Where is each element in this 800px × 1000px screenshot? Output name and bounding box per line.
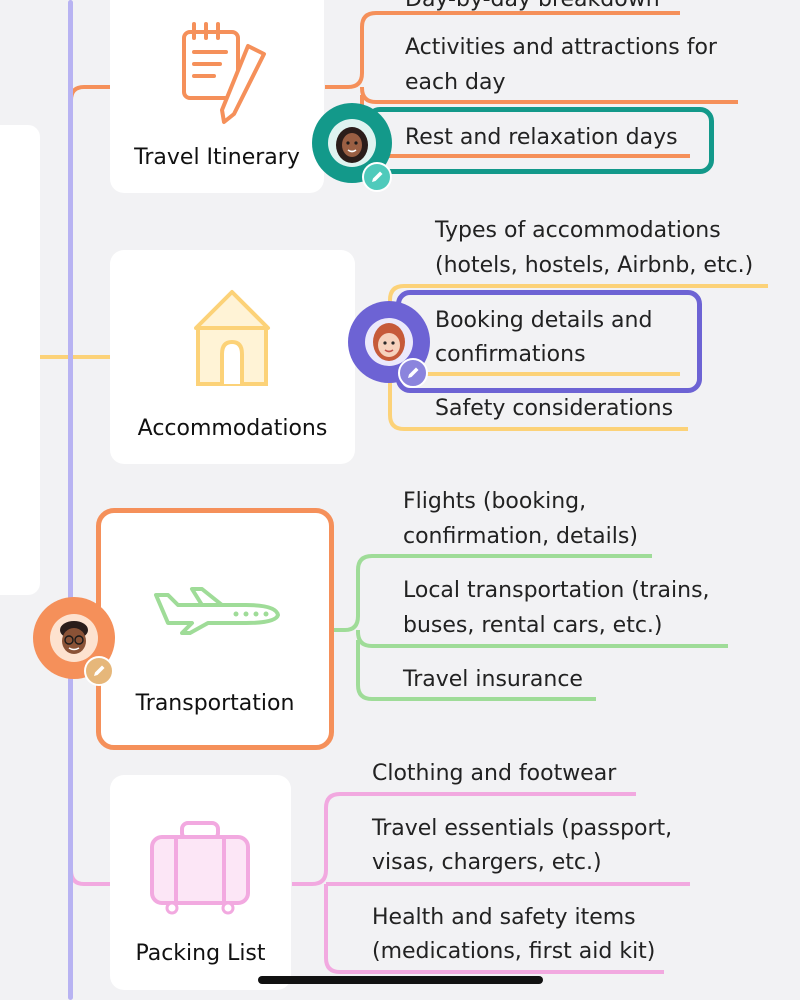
branch-item-packing-1[interactable]: Clothing and footwear [372,761,617,786]
branch-item-transportation-3[interactable]: Travel insurance [403,667,583,692]
node-label: Packing List [135,941,266,966]
branch-item-accommodations-1-cont[interactable]: (hotels, hostels, Airbnb, etc.) [435,253,754,278]
notepad-pencil-icon [182,22,266,124]
branch-item-packing-2-cont[interactable]: visas, chargers, etc.) [372,850,602,875]
collaborator-avatar-2[interactable] [348,301,430,383]
left-side-panel [0,125,40,595]
edit-pencil-icon[interactable] [398,358,428,388]
branch-line-itinerary [69,85,110,360]
branch-item-packing-2[interactable]: Travel essentials (passport, [372,816,673,841]
redhead-avatar-icon [373,323,405,361]
branch-item-packing-3[interactable]: Health and safety items [372,905,636,930]
node-card-packing-list[interactable]: Packing List [110,775,291,990]
branch-item-accommodations-3[interactable]: Safety considerations [435,396,674,421]
node-label: Accommodations [137,416,328,441]
itinerary-sub-connector [325,11,680,89]
branch-item-transportation-1-cont[interactable]: confirmation, details) [403,524,638,549]
branch-item-transportation-2-cont[interactable]: buses, rental cars, etc.) [403,613,663,638]
branch-line-transportation [69,360,96,634]
node-label: Travel Itinerary [134,145,300,170]
branch-item-accommodations-1[interactable]: Types of accommodations [435,218,721,243]
branch-item-itinerary-1[interactable]: Day-by-day breakdown [405,0,660,17]
branch-item-itinerary-2[interactable]: Activities and attractions for [405,35,717,60]
node-card-transportation[interactable]: Transportation [96,508,334,750]
branch-item-itinerary-3[interactable]: Rest and relaxation days [405,125,678,150]
packing-sub-connector [292,792,636,886]
man-avatar-icon [60,621,88,654]
node-card-accommodations[interactable]: Accommodations [110,250,355,464]
node-card-travel-itinerary[interactable]: Travel Itinerary [110,0,324,193]
branch-item-itinerary-2-cont[interactable]: each day [405,70,506,95]
branch-item-packing-3-cont[interactable]: (medications, first aid kit) [372,939,656,964]
airplane-icon [154,587,280,635]
main-spine-line [68,0,73,1000]
branch-item-transportation-1[interactable]: Flights (booking, [403,489,587,514]
branch-item-transportation-2[interactable]: Local transportation (trains, [403,578,710,603]
house-icon [194,290,270,386]
transportation-sub-connector [324,554,652,632]
node-label: Transportation [135,691,295,716]
suitcase-icon [150,821,250,915]
branch-item-accommodations-2-cont[interactable]: confirmations [435,342,586,367]
edit-pencil-icon[interactable] [84,656,114,686]
branch-item-accommodations-2[interactable]: Booking details and [435,308,653,333]
edit-pencil-icon[interactable] [362,162,392,192]
woman-avatar-icon [336,127,368,163]
home-indicator[interactable] [258,976,543,984]
